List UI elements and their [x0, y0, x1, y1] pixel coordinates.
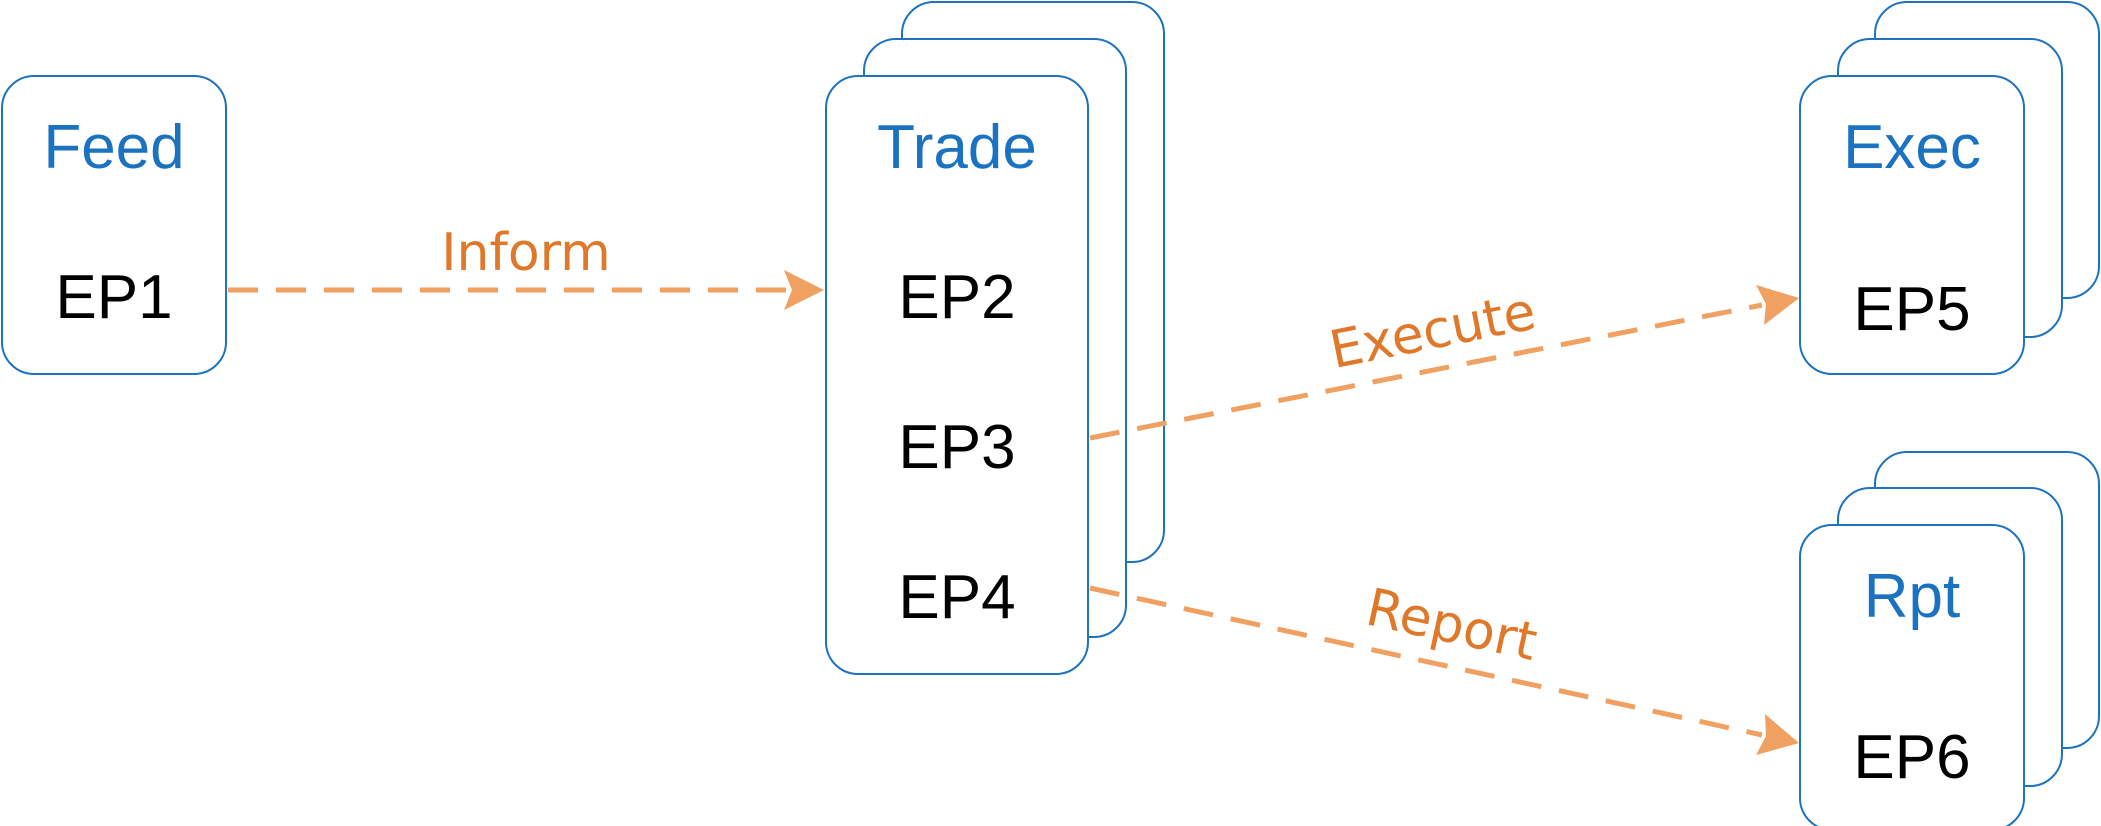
endpoint-ep4: EP4: [898, 563, 1015, 632]
node-trade: Trade EP2 EP3 EP4: [825, 1, 1165, 675]
inform-arrowhead: [784, 270, 824, 310]
execute-arrow-line: [1089, 302, 1763, 441]
endpoint-ep2: EP2: [898, 263, 1015, 332]
execute-label: Execute: [1325, 282, 1541, 381]
node-feed: Feed EP1: [1, 75, 227, 375]
report-arrowhead: [1756, 714, 1799, 755]
edge-report: Report: [1089, 578, 1799, 755]
report-arrow-line: [1089, 585, 1763, 738]
exec-card-front: [1799, 75, 2025, 375]
endpoint-ep3: EP3: [898, 413, 1015, 482]
trade-card-front: [825, 75, 1089, 675]
report-label: Report: [1361, 578, 1542, 673]
execute-arrowhead: [1756, 285, 1799, 325]
feed-card: [1, 75, 227, 375]
endpoint-ep5: EP5: [1853, 275, 1970, 344]
endpoint-ep1: EP1: [55, 263, 172, 332]
exec-title: Exec: [1843, 113, 1981, 182]
edge-execute: Execute: [1089, 282, 1799, 441]
node-rpt: Rpt EP6: [1799, 451, 2100, 826]
trade-title: Trade: [877, 113, 1037, 182]
endpoint-ep6: EP6: [1853, 723, 1970, 792]
rpt-title: Rpt: [1864, 562, 1960, 631]
rpt-card-front: [1799, 524, 2025, 826]
inform-label: Inform: [441, 223, 611, 283]
node-exec: Exec EP5: [1799, 1, 2100, 375]
edge-inform: Inform: [228, 223, 824, 310]
feed-title: Feed: [43, 113, 184, 182]
